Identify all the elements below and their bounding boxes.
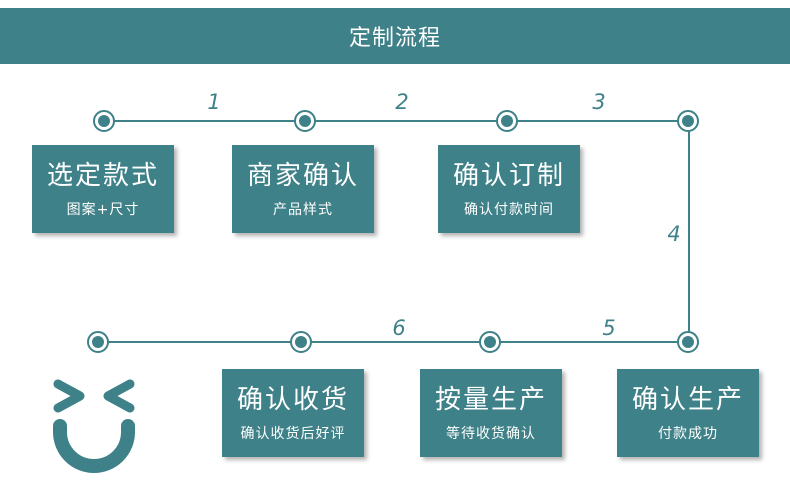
process-node-8 — [677, 331, 699, 353]
process-node-6 — [290, 331, 312, 353]
step-number-6: 6 — [392, 316, 406, 340]
step-card-title: 选定款式 — [46, 161, 159, 191]
process-line-top — [104, 120, 688, 122]
step-card-subtitle: 等待收货确认 — [446, 426, 536, 442]
step-card-subtitle: 付款成功 — [658, 426, 718, 442]
step-card-title: 按量生产 — [434, 385, 547, 415]
process-node-3 — [496, 110, 518, 132]
step-card-title: 确认生产 — [631, 385, 744, 415]
step-card-subtitle: 图案+尺寸 — [66, 202, 140, 218]
process-node-4 — [677, 110, 699, 132]
process-node-5 — [87, 331, 109, 353]
step-card-title: 确认收货 — [236, 385, 349, 415]
process-node-2 — [294, 110, 316, 132]
process-line-right — [688, 121, 690, 342]
process-node-7 — [479, 331, 501, 353]
step-number-3: 3 — [592, 90, 606, 114]
step-card-subtitle: 确认付款时间 — [464, 202, 554, 218]
step-card-title: 确认订制 — [452, 161, 565, 191]
step-card-confirm-receipt: 确认收货 确认收货后好评 — [222, 369, 364, 457]
step-number-4: 4 — [667, 222, 681, 246]
process-node-1 — [93, 110, 115, 132]
step-card-subtitle: 确认收货后好评 — [240, 426, 346, 442]
step-card-title: 商家确认 — [246, 161, 359, 191]
step-number-5: 5 — [602, 316, 616, 340]
page-header: 定制流程 — [0, 8, 790, 64]
step-card-confirm-order: 确认订制 确认付款时间 — [438, 145, 580, 233]
smiley-face-icon — [53, 379, 135, 473]
step-card-confirm-production: 确认生产 付款成功 — [617, 369, 759, 457]
process-line-bottom — [98, 341, 688, 343]
step-card-merchant-confirm: 商家确认 产品样式 — [232, 145, 374, 233]
page-title: 定制流程 — [348, 26, 441, 51]
step-card-subtitle: 产品样式 — [273, 202, 333, 218]
step-card-select-style: 选定款式 图案+尺寸 — [32, 145, 174, 233]
step-number-1: 1 — [207, 90, 221, 114]
step-number-2: 2 — [395, 90, 409, 114]
step-card-mass-production: 按量生产 等待收货确认 — [420, 369, 562, 457]
